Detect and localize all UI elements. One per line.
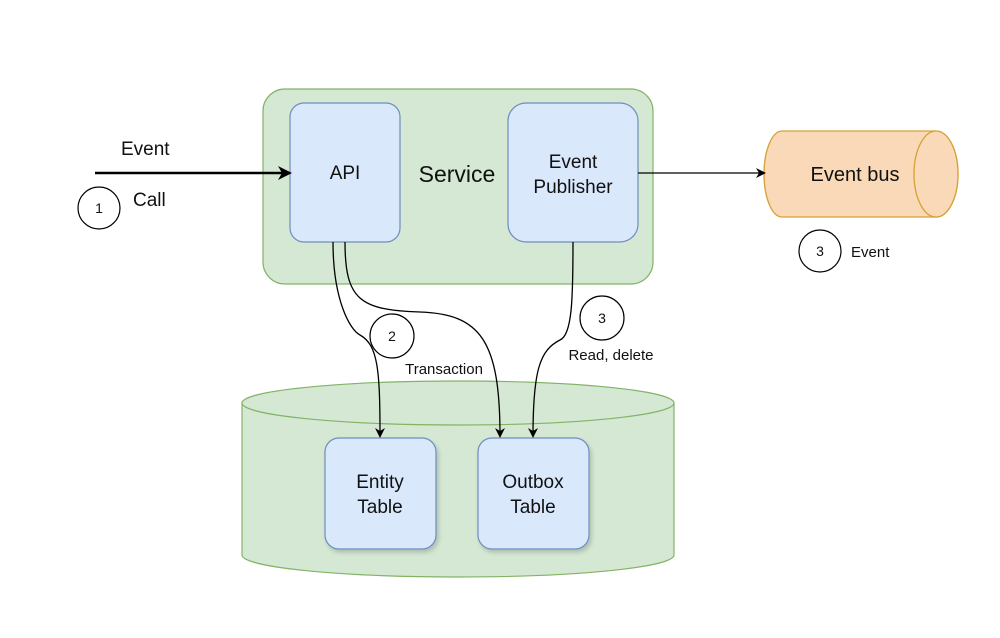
transaction-to-outbox-arrow xyxy=(344,241,505,438)
event-publisher-label-line2: Publisher xyxy=(533,177,613,198)
entity-table-node[interactable]: Entity Table xyxy=(324,437,437,550)
read-delete-arrow xyxy=(528,241,574,438)
publish-edge[interactable]: 3 Event xyxy=(638,168,890,273)
read-delete-label: Read, delete xyxy=(568,347,653,364)
incoming-call-edge[interactable]: Event 1 Call xyxy=(77,139,292,230)
event-publisher-node[interactable]: Event Publisher xyxy=(507,102,639,243)
transaction-to-entity-arrow xyxy=(332,241,385,438)
api-node[interactable]: API xyxy=(289,102,401,243)
database-body xyxy=(241,402,675,578)
service-label: Service xyxy=(419,161,496,187)
step-3-read-badge xyxy=(579,295,625,341)
read-delete-edge[interactable]: 3 Read, delete xyxy=(528,241,654,438)
event-bus-end-cap xyxy=(913,130,959,218)
api-label: API xyxy=(330,163,361,184)
database-top xyxy=(241,380,675,426)
call-label: Call xyxy=(133,190,166,211)
outbox-table-box xyxy=(477,437,590,550)
incoming-event-label: Event xyxy=(121,139,170,160)
step-3-publish-number: 3 xyxy=(816,243,824,259)
outbox-table-label-line1: Outbox xyxy=(502,472,564,493)
step-1-number: 1 xyxy=(95,200,103,216)
publish-event-label: Event xyxy=(851,244,890,261)
event-publisher-label-line1: Event xyxy=(549,152,598,173)
event-bus-node[interactable]: Event bus xyxy=(763,130,959,218)
entity-table-box xyxy=(324,437,437,550)
step-1-badge xyxy=(77,186,121,230)
entity-table-label-line2: Table xyxy=(357,497,402,518)
step-3-publish-badge xyxy=(798,229,842,273)
outbox-table-node[interactable]: Outbox Table xyxy=(477,437,590,550)
entity-table-label-line1: Entity xyxy=(356,472,404,493)
step-2-badge xyxy=(369,313,415,359)
transaction-edge[interactable]: 2 Transaction xyxy=(332,241,505,438)
step-3-read-number: 3 xyxy=(598,310,606,326)
event-bus-label: Event bus xyxy=(811,164,900,186)
outbox-table-label-line2: Table xyxy=(510,497,555,518)
database-node[interactable] xyxy=(241,380,675,578)
transaction-label: Transaction xyxy=(405,361,483,378)
step-2-number: 2 xyxy=(388,328,396,344)
